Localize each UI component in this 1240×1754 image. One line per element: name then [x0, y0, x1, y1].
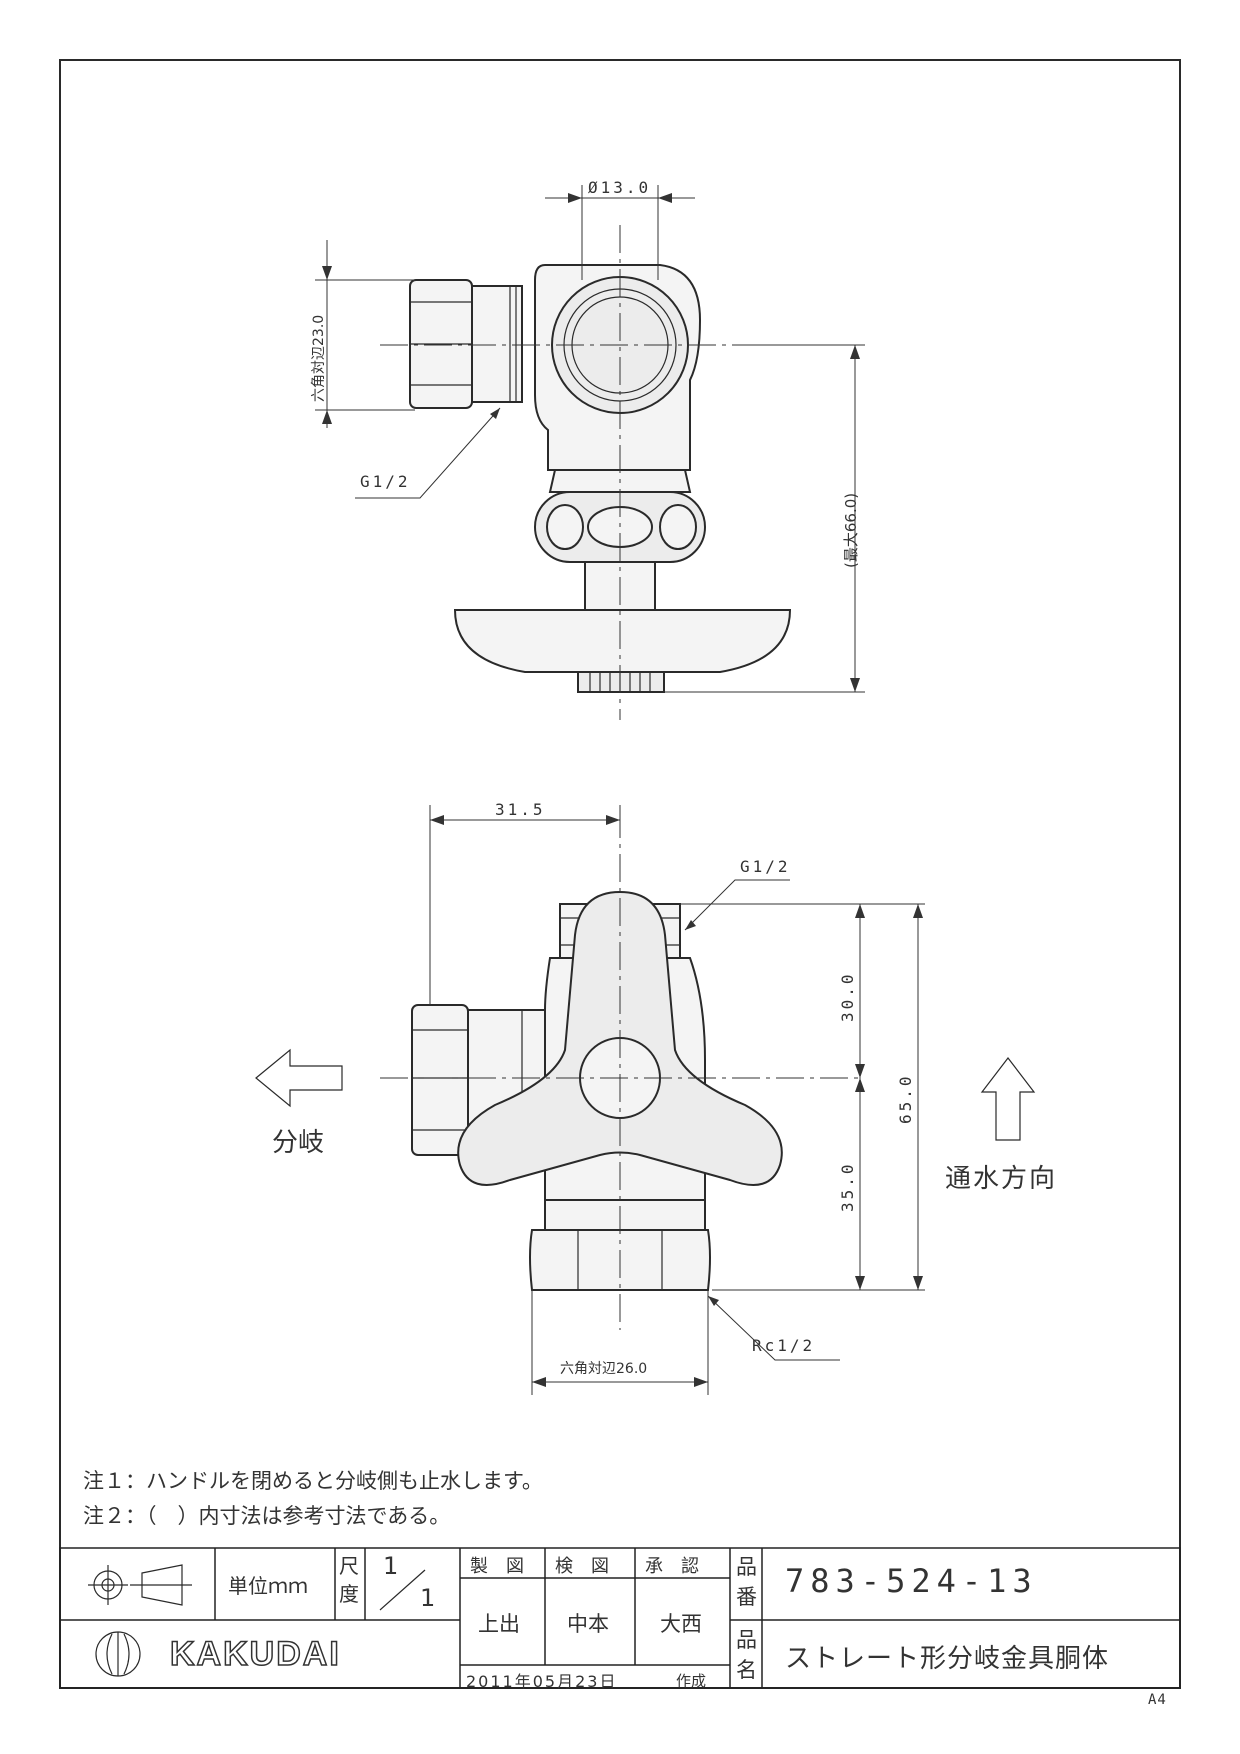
branch-arrow-icon: [255, 1048, 343, 1108]
dim-height-max: (最大66.0): [842, 492, 860, 568]
dim-width: 31.5: [495, 800, 546, 819]
creation-suffix: 作成: [676, 1672, 707, 1690]
thread-label-top: G1/2: [360, 472, 411, 491]
top-view: [315, 185, 865, 720]
checked-label: 検 図: [555, 1556, 609, 1577]
kakudai-logo: [95, 1631, 141, 1677]
sheet-size: A4: [1148, 1692, 1167, 1708]
approved-label: 承 認: [645, 1556, 699, 1577]
company-name: KAKUDAI: [169, 1634, 341, 1674]
thread-label-upper: G1/2: [740, 857, 791, 876]
note-1: 注１：ハンドルを閉めると分岐側も止水します。: [83, 1469, 543, 1493]
creation-date: 2011年05月23日: [466, 1672, 618, 1691]
approved-by: 大西: [660, 1612, 702, 1636]
scale-label: 尺度: [339, 1554, 359, 1606]
dim-hex-top: 六角対辺23.0: [311, 314, 327, 402]
flow-direction-arrow-icon: [980, 1057, 1036, 1141]
unit-label: 単位ｍｍ: [228, 1574, 308, 1598]
projection-symbol-icon: [88, 1564, 192, 1606]
dim-hex-bottom: 六角対辺26.0: [560, 1361, 648, 1377]
part-name: ストレート形分岐金具胴体: [785, 1644, 1110, 1674]
part-number: 783-524-13: [785, 1562, 1038, 1600]
dim-lower: 35.0: [838, 1161, 857, 1212]
dim-diameter: Ø13.0: [588, 178, 652, 197]
note-2: 注２：（ ）内寸法は参考寸法である。: [83, 1504, 451, 1528]
drawn-label: 製 図: [470, 1556, 524, 1577]
flow-direction-label: 通水方向: [945, 1164, 1058, 1194]
thread-label-lower: Rc1/2: [752, 1336, 816, 1355]
part-name-label: 品名: [736, 1628, 757, 1682]
dim-upper: 30.0: [838, 971, 857, 1022]
scale-bottom: 1: [420, 1584, 436, 1612]
drawn-by: 上出: [478, 1612, 520, 1636]
part-no-label: 品番: [736, 1555, 757, 1609]
title-block: [59, 1547, 1181, 1689]
front-view: [255, 805, 1036, 1395]
branch-label: 分岐: [272, 1128, 325, 1158]
checked-by: 中本: [567, 1612, 609, 1636]
scale-top: 1: [383, 1552, 399, 1580]
dim-total: 65.0: [896, 1073, 915, 1124]
